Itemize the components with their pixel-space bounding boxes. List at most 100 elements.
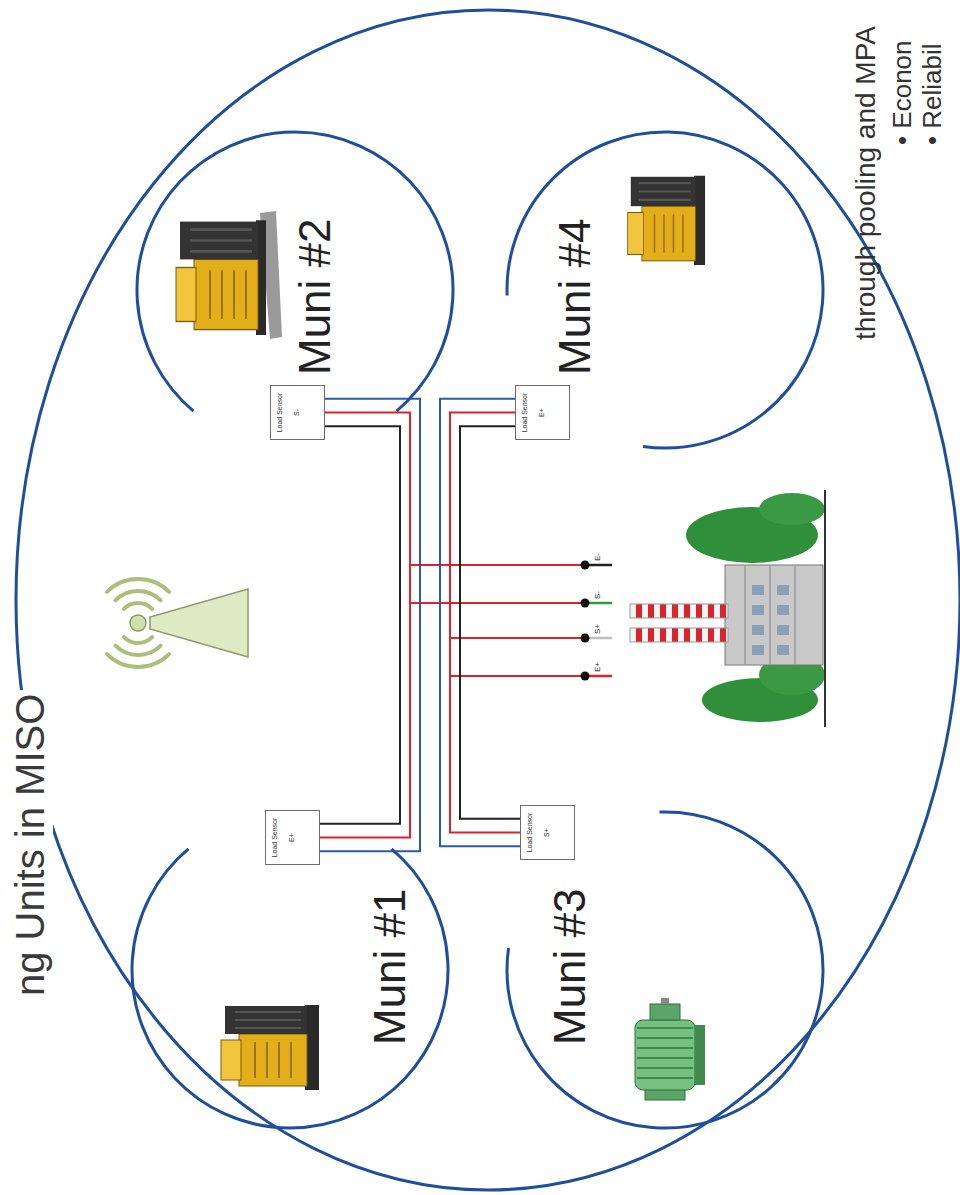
electric-motor-part [661,998,669,1004]
pin-name: E+ [538,408,546,417]
generator-part [642,206,696,261]
generator-part-part [190,230,252,252]
wire-path [450,413,520,833]
muni-name: Muni #2 [290,218,341,375]
text-slot: • Reliabil [918,43,947,145]
text-slot: E- [594,553,603,561]
generator-part [239,1034,307,1086]
generator [221,1005,319,1090]
wire-path [320,413,410,838]
text-slot: • Econon [888,40,917,145]
muni-arc [507,132,823,448]
radio-tower-part [150,589,248,657]
text-slot: ng Units in MISO [8,690,53,1000]
text-slot: through pooling and MPA [850,26,881,340]
radio-tower-part [130,615,146,631]
generator-part [631,177,696,206]
generator-part [255,1042,291,1078]
power-plant-part [752,585,789,655]
terminal-wiring-part [581,599,590,608]
load-sensor-box: Load Sensor E+ [515,385,570,440]
text-slot: S- [594,591,603,599]
generator [628,176,705,265]
terminal-label: S+ [594,624,603,634]
muni-arc [132,849,448,1128]
text-slot: S+ [594,624,603,634]
generator-part-part [176,268,196,322]
sensor-wire [320,399,420,852]
power-plant-part-part [752,645,764,655]
sensor-title: Load Sensor [521,393,529,433]
sensor-title: Load Sensor [271,818,279,858]
power-plant-part [725,565,823,665]
generator-part-part [194,259,258,329]
power-plant-part-part [777,605,789,615]
power-plant-part [759,493,825,525]
sensor-title: Load Sensor [526,813,534,853]
bullet-text: • Econon [888,40,917,145]
power-plant-part-part [752,625,764,635]
generator-part-part [180,222,258,260]
terminal-label: E+ [594,662,603,672]
power-plant-part-part [777,645,789,655]
generator-part [639,183,691,200]
muni-name: Muni #4 [550,218,601,375]
terminal-label: E- [594,553,603,561]
sensor-wire [440,399,520,847]
radio-tower-part-part [115,646,160,655]
load-sensor-box: Load Sensor S- [270,385,325,440]
load-sensor-box: Load Sensor E+ [265,810,320,865]
radio-tower-part [107,579,169,667]
electric-motor-part [695,1025,705,1085]
pin-name: S+ [543,828,551,837]
generator-part [235,1012,301,1028]
wire-path [440,399,520,847]
generator-part [628,213,644,255]
muni-name: Muni #1 [365,888,416,1045]
power-plant-part-part [752,605,764,615]
radio-tower-part-part [107,654,169,667]
electric-motor-part [650,1004,680,1020]
pin-name: S- [293,409,301,416]
generator [176,211,282,339]
terminal-label: S- [594,591,603,599]
slide-title: ng Units in MISO [8,690,53,1000]
generator-part [221,1040,241,1080]
radio-tower [107,579,248,667]
wire-path [460,426,520,819]
power-plant-part [745,565,795,665]
electric-motor-part [637,1028,693,1078]
sensor-title: Load Sensor [276,393,284,433]
generator-part [225,1006,307,1034]
radio-tower-part-part [115,591,160,600]
generator-part [655,215,683,253]
pin-name: E+ [288,833,296,842]
text-slot: E+ [594,662,603,672]
generator-part-part [210,270,246,319]
power-plant-part-part [752,585,764,595]
power-plant-part [824,490,826,727]
power-plant-part [630,628,728,642]
muni-name: Muni #3 [545,888,596,1045]
radio-tower-part-part [124,637,152,643]
electric-motor [635,998,705,1100]
terminal-wiring-part [581,634,590,643]
wire-path [320,399,420,852]
radio-tower-part-part [124,603,152,609]
region-outline [16,10,960,1190]
subtitle-text: through pooling and MPA [850,26,881,340]
bullet-text: • Reliabil [918,43,947,145]
terminal-wiring-part [581,672,590,681]
power-plant-part-part [777,585,789,595]
electric-motor-part [635,1020,695,1090]
load-sensor-box: Load Sensor S+ [520,805,575,860]
power-plant-part-part [777,625,789,635]
wire-path [320,426,400,824]
power-plant [630,490,825,727]
terminal-wiring-part [410,565,585,676]
muni-arc [137,132,453,411]
terminal-wiring-part [581,561,590,570]
power-plant-part [630,604,728,618]
radio-tower-part-part [107,579,169,592]
